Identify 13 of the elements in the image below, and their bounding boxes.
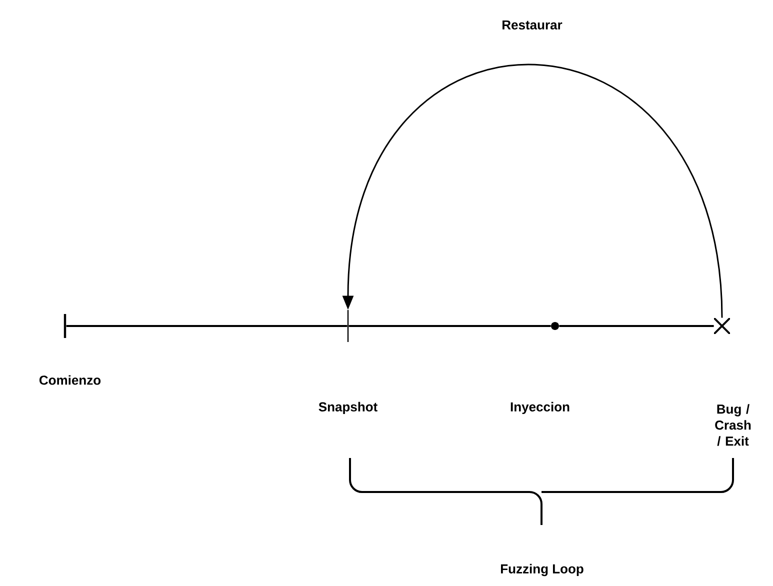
event-label: Inyeccion	[510, 402, 570, 414]
cross-mark	[714, 318, 730, 334]
timeline-line	[348, 325, 551, 327]
tick-mark	[64, 314, 66, 338]
event-label: Snapshot	[318, 402, 378, 414]
event-dot	[551, 322, 559, 330]
node-label: Comienzo	[39, 375, 101, 385]
edge-label: Restaurar	[500, 18, 564, 32]
brace-label: Fuzzing Loop	[501, 564, 584, 576]
event-label: Bug / Crash / Exit	[715, 404, 751, 446]
tick-mark	[347, 310, 349, 342]
timeline-line	[559, 325, 714, 327]
timeline-line	[66, 325, 348, 327]
